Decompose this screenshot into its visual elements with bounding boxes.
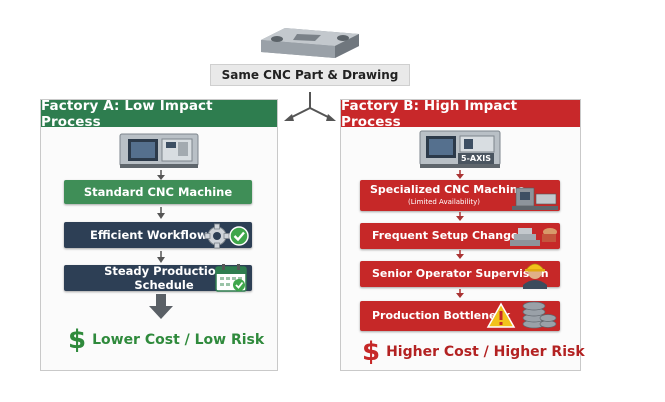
setup-parts-icon [510, 228, 557, 246]
dollar-icon: $ [68, 325, 87, 355]
cnc-machine-icon [119, 133, 199, 168]
header-ribbon: Same CNC Part & Drawing [210, 64, 410, 86]
down-arrow [157, 251, 165, 263]
warning-icon [486, 302, 516, 328]
down-arrow [456, 212, 464, 221]
down-arrow [157, 207, 165, 219]
result-b-label: Higher Cost / Higher Risk [386, 344, 585, 360]
down-arrow [456, 289, 464, 298]
five-axis-badge: 5-AXIS [458, 153, 494, 164]
factory-b-title: Factory B: High Impact Process [341, 98, 580, 130]
step-standard-cnc-machine: Standard CNC Machine [64, 180, 252, 204]
result-a-label: Lower Cost / Low Risk [92, 332, 265, 348]
gear-check-icon [204, 223, 249, 249]
calendar-check-icon [215, 264, 247, 292]
dollar-icon: $ [362, 337, 381, 367]
down-arrow [456, 170, 464, 179]
cnc-part-icon [261, 28, 359, 58]
fork-arrows [284, 92, 336, 121]
down-arrow [456, 250, 464, 259]
result-b: $ Higher Cost / Higher Risk [362, 334, 585, 370]
stacked-parts-icon [522, 301, 557, 329]
header-label: Same CNC Part & Drawing [221, 68, 399, 82]
factory-a-title: Factory A: Low Impact Process [41, 98, 277, 130]
operator-hardhat-icon [523, 263, 547, 289]
down-arrow [157, 170, 165, 180]
machine-parts-icon [512, 187, 558, 210]
result-a: $ Lower Cost / Low Risk [68, 322, 264, 358]
big-down-arrow [149, 294, 173, 319]
